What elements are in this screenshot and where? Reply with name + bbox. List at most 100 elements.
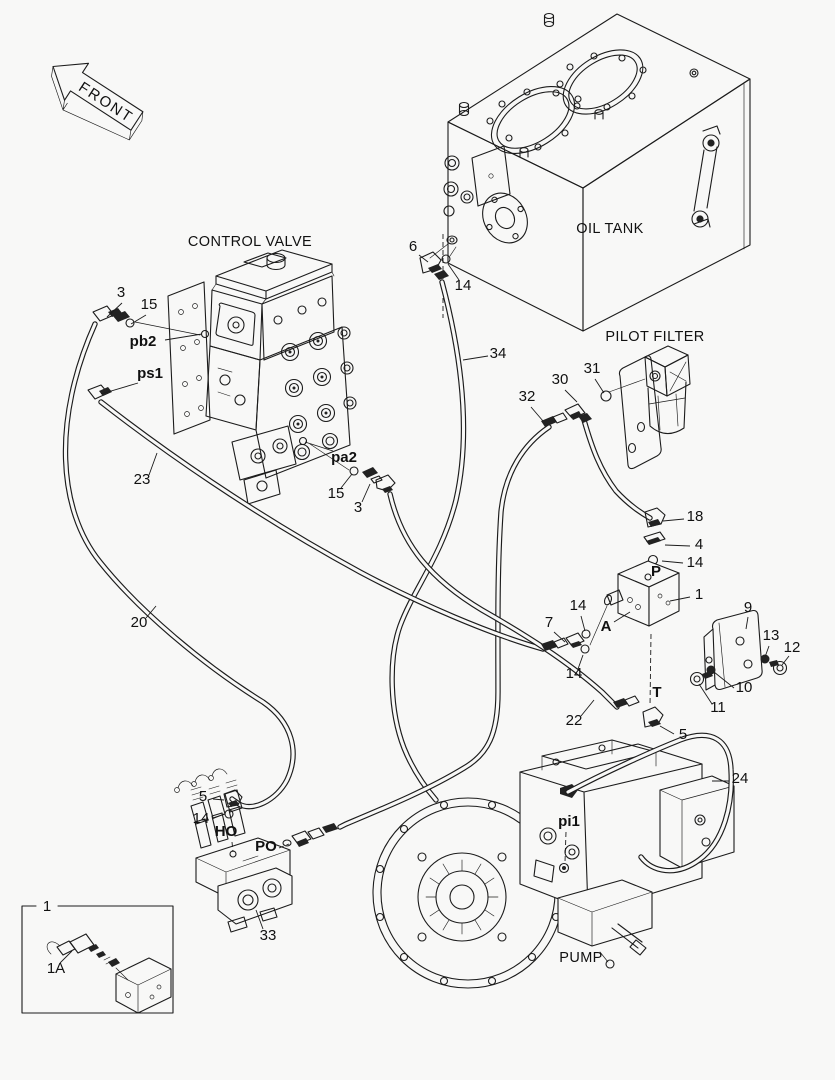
leader-line-14 [447,263,460,281]
pa2-fitting-stack [309,443,396,493]
pump-label: PUMP [559,950,603,966]
leader-line-pb2 [164,333,203,341]
hose-32 [338,425,551,829]
port-label-pa2: pa2 [331,449,357,466]
callout-34: 34 [490,345,507,362]
tank-flange [482,192,528,244]
leader-line-7 [553,631,566,643]
port-label-A: A [601,618,612,635]
control-valve-label: CONTROL VALVE [188,234,312,250]
port-label-HO: HO [215,823,238,840]
callout-14: 14 [570,597,587,614]
solenoid-valve-1-drawing [589,560,680,707]
callout-15: 15 [141,296,158,313]
leader-line-11 [698,683,713,705]
callout-23: 23 [134,471,151,488]
callout-31: 31 [584,360,601,377]
tank-fittings [429,145,511,259]
callout-13: 13 [763,627,780,644]
hose-filter-to-p [582,418,652,520]
leader-line-30 [564,389,578,403]
leader-line-23 [148,452,158,476]
leader-line-15 [340,473,353,489]
leader-line-22 [580,699,595,717]
leader-line-1A [59,950,73,964]
leader-line-14 [661,560,684,564]
bracket-9-drawing [689,609,788,691]
oil-tank-drawing: OIL TANK [429,12,751,332]
callout-3: 3 [354,499,362,516]
oil-tank-label: OIL TANK [576,221,643,237]
callout-4: 4 [695,536,703,553]
leader-line-9 [745,616,749,630]
leader-line-20 [145,605,157,619]
callout-30: 30 [552,371,569,388]
hose-23 [99,400,545,651]
callout-6: 6 [409,238,417,255]
hose-24 [566,733,733,873]
callout-11: 11 [710,699,726,716]
pb2-fitting-stack [92,305,201,336]
leader-line-1 [669,596,691,602]
callout-15: 15 [328,485,345,502]
leader-line-ps1 [100,382,139,395]
callout-12: 12 [784,639,801,656]
po-fitting-stack [291,823,338,847]
callout-9: 9 [744,599,752,616]
hose-23 [98,399,546,652]
callout-14: 14 [687,554,704,571]
leader-line-12 [781,655,790,666]
port-label-pb2: pb2 [130,333,157,350]
hose-22 [388,492,619,709]
leader-line-14 [580,615,586,632]
control-valve-drawing: CONTROL VALVE [167,234,357,505]
callout-5: 5 [199,788,207,805]
callout-5: 5 [679,726,687,743]
callout-3: 3 [117,284,125,301]
pilot-filter-label: PILOT FILTER [605,329,704,345]
callout-1: 1 [43,898,51,915]
hose-34 [389,279,467,803]
leader-line-pa2 [304,441,334,452]
hose-32 [337,424,552,830]
port-label-pi1: pi1 [558,813,580,830]
port-label-T: T [652,684,661,701]
leader-line-18 [662,518,685,522]
port-label-P: P [651,563,661,580]
leader-line-14 [211,813,225,820]
solenoid-1a-drawing [46,933,129,981]
leader-line-A [613,611,631,623]
callout-14: 14 [455,277,472,294]
leader-line-3 [106,302,123,318]
hose-34 [390,280,466,802]
leader-line-15 [130,314,147,325]
callout-32: 32 [519,388,536,405]
leader-line-10 [713,671,735,689]
leader-line-14 [577,654,584,670]
leader-line-34 [462,355,489,361]
leader-line-4 [664,544,691,547]
hose-filter-to-p [581,417,653,521]
leader-line-6 [418,254,429,263]
filter-inlet-stack [541,390,612,427]
callout-33: 33 [260,927,277,944]
pump-drawing: PUMP [372,739,735,989]
cover-bolts [486,52,647,151]
callout-20: 20 [131,614,148,631]
callout-14: 14 [566,665,583,682]
callout-1: 1 [695,586,703,603]
callout-24: 24 [732,770,749,787]
leader-line-3 [361,483,371,503]
leader-line-31 [594,378,605,394]
callout-18: 18 [687,508,704,525]
front-arrow: FRONT [51,62,144,141]
callout-14: 14 [193,810,210,827]
t-port-elbow [613,695,664,728]
callout-7: 7 [545,614,553,631]
pilot-valve-33-drawing [174,768,293,933]
pilot-filter-drawing: PILOT FILTER [605,329,704,470]
port-label-ps1: ps1 [137,365,163,382]
spool-caps [280,326,357,461]
sight-gauge [691,125,721,228]
